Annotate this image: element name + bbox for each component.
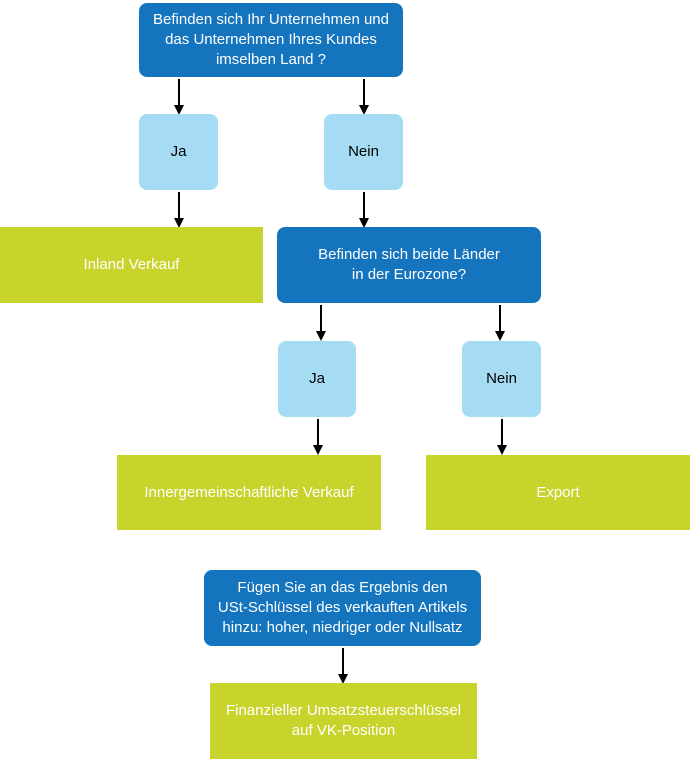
answer-yes-eurozone: Ja [278, 341, 356, 417]
answer-yes-same-country: Ja [139, 114, 218, 190]
instruction-add-vat-key: Fügen Sie an das Ergebnis den USt-Schlüs… [204, 570, 481, 646]
result-intra-community-sale: Innergemeinschaftliche Verkauf [117, 455, 381, 530]
result-financial-vat-key: Finanzieller Umsatzsteuerschlüssel auf V… [210, 683, 477, 759]
result-domestic-sale: Inland Verkauf [0, 227, 263, 303]
answer-no-eurozone: Nein [462, 341, 541, 417]
question-eurozone: Befinden sich beide Länder in der Eurozo… [277, 227, 541, 303]
answer-no-same-country: Nein [324, 114, 403, 190]
result-export: Export [426, 455, 690, 530]
question-same-country: Befinden sich Ihr Unternehmen und das Un… [139, 3, 403, 77]
